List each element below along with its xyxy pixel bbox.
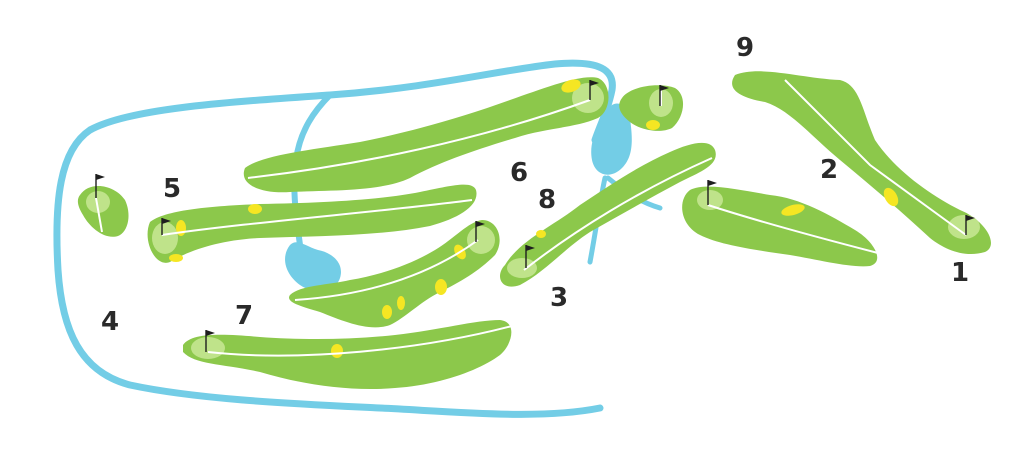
hole-2 — [682, 180, 879, 267]
bunker — [331, 344, 343, 358]
flag-icon — [526, 245, 535, 251]
green — [152, 222, 178, 254]
bunker — [646, 120, 660, 130]
bunker — [382, 305, 392, 319]
bunker — [536, 230, 546, 238]
hole-number-2: 2 — [820, 155, 838, 185]
play-line — [523, 157, 713, 271]
hole-number-6: 6 — [510, 158, 528, 188]
hole-1 — [732, 71, 991, 255]
bunker — [883, 187, 899, 207]
hole-number-1: 1 — [951, 258, 969, 288]
hole-number-3: 3 — [550, 283, 568, 313]
fairway — [500, 142, 716, 287]
flag-icon — [590, 80, 599, 86]
hole-6 — [243, 77, 609, 193]
play-line — [161, 199, 473, 236]
fairway — [289, 220, 500, 328]
play-line — [707, 204, 879, 254]
bunker — [781, 204, 805, 216]
bunker — [248, 204, 262, 214]
hole-numbers: 1 2 3 4 5 6 7 8 9 — [101, 33, 969, 337]
fairway — [183, 320, 512, 390]
hole-number-8: 8 — [538, 185, 556, 215]
pond-west — [285, 242, 341, 292]
fairway — [243, 77, 609, 193]
bunker — [397, 296, 405, 310]
pond-north — [591, 103, 632, 175]
bunker — [435, 279, 447, 295]
green — [572, 83, 604, 113]
bunker — [169, 254, 183, 262]
hole-8 — [289, 220, 500, 328]
hole-5 — [147, 184, 477, 263]
fairway — [732, 71, 991, 255]
green — [86, 191, 110, 213]
river — [53, 59, 616, 418]
flag-icon — [162, 218, 171, 224]
green — [697, 190, 723, 210]
flag-icon — [96, 174, 105, 180]
play-line — [95, 197, 103, 233]
flag-icon — [476, 221, 485, 227]
flag-icon — [206, 330, 215, 336]
play-line — [247, 99, 591, 179]
hole-number-9: 9 — [736, 33, 754, 63]
green — [191, 337, 225, 359]
hole-3 — [500, 142, 716, 287]
water-features — [53, 59, 663, 418]
flag-icon — [966, 215, 975, 221]
green — [507, 258, 537, 278]
hole-7 — [183, 320, 513, 390]
play-line — [784, 79, 967, 236]
hole-number-7: 7 — [235, 301, 253, 331]
green — [948, 215, 980, 239]
bunker — [561, 79, 581, 93]
play-line — [207, 325, 513, 357]
play-line — [294, 239, 479, 301]
green — [467, 226, 495, 254]
hole-number-5: 5 — [163, 174, 181, 204]
flag-icon — [708, 180, 717, 186]
hole-4 — [77, 174, 129, 237]
flag-icon — [660, 85, 669, 91]
hole-9 — [619, 85, 684, 131]
fairway — [147, 184, 477, 263]
hole-number-4: 4 — [101, 307, 119, 337]
